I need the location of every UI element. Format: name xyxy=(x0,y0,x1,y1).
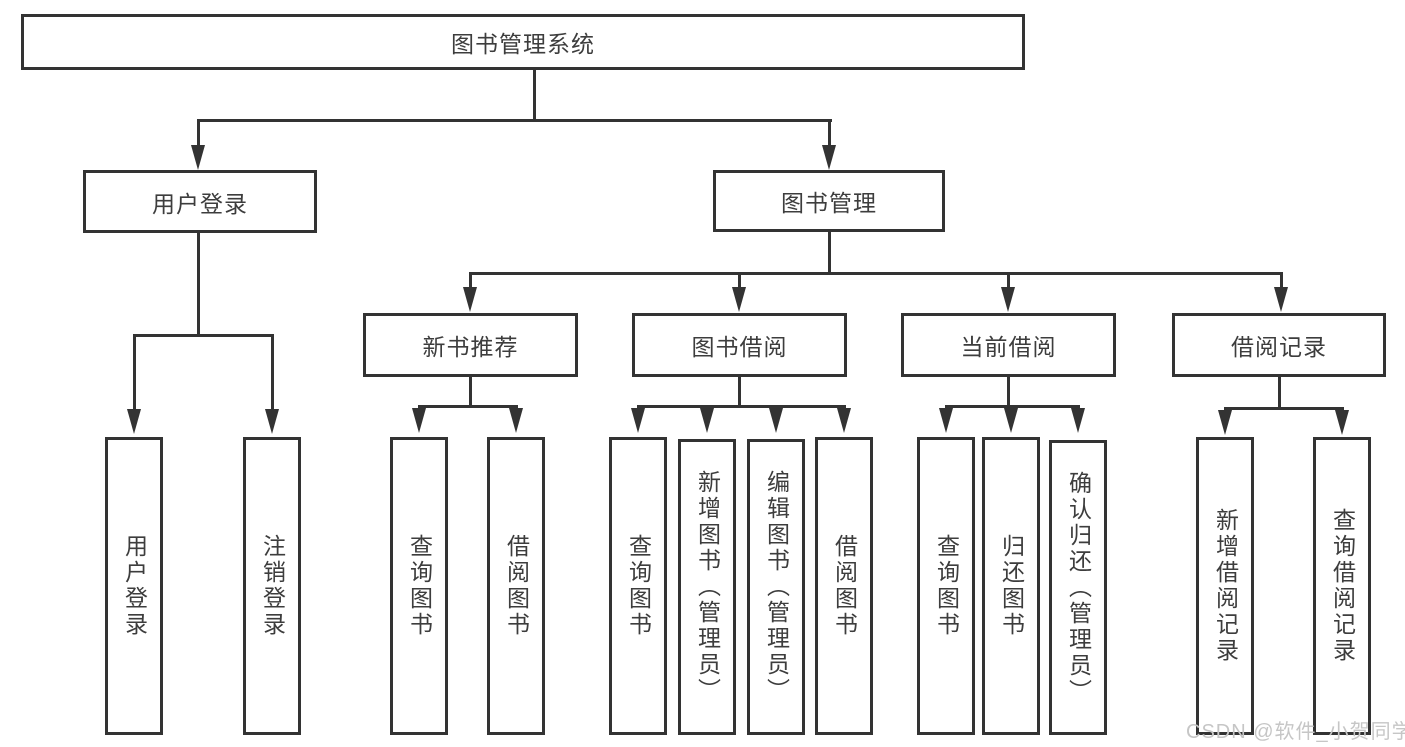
node-book-borrow: 图书借阅 xyxy=(632,313,847,377)
node-nbr-query: 查询图书 xyxy=(390,437,448,735)
connector-root-stem xyxy=(533,69,536,122)
node-bb-add-label: 新增图书（管理员） xyxy=(694,470,721,704)
arrow-down-icon xyxy=(1001,287,1015,312)
node-br-query: 查询借阅记录 xyxy=(1313,437,1371,735)
node-cb-query-label: 查询图书 xyxy=(933,534,960,638)
connector-book-borrow-stem xyxy=(738,376,741,408)
arrow-down-icon xyxy=(463,287,477,312)
arrow-down-icon xyxy=(191,145,205,170)
arrow-down-icon xyxy=(769,408,783,433)
node-cb-query: 查询图书 xyxy=(917,437,975,735)
arrow-down-icon xyxy=(1218,410,1232,435)
connector-book-borrow-spread xyxy=(637,405,846,408)
node-root: 图书管理系统 xyxy=(21,14,1025,70)
node-current-borrow: 当前借阅 xyxy=(901,313,1116,377)
node-book-mgmt-label: 图书管理 xyxy=(781,190,877,216)
arrow-down-icon xyxy=(1274,287,1288,312)
connector-current-borrow-spread xyxy=(945,405,1080,408)
node-br-query-label: 查询借阅记录 xyxy=(1329,508,1356,664)
connector-new-book-rec-stem xyxy=(469,376,472,408)
connector-root-spread xyxy=(199,119,832,122)
arrow-down-icon xyxy=(1004,408,1018,433)
node-cb-return-label: 归还图书 xyxy=(998,534,1025,638)
connector-new-book-rec-spread xyxy=(418,405,518,408)
node-nbr-borrow: 借阅图书 xyxy=(487,437,545,735)
connector-current-borrow-stem xyxy=(1007,376,1010,408)
arrow-down-icon xyxy=(631,408,645,433)
node-current-borrow-label: 当前借阅 xyxy=(960,334,1057,360)
node-book-mgmt: 图书管理 xyxy=(713,170,945,232)
arrow-down-icon xyxy=(127,409,141,434)
node-ul-logout-label: 注销登录 xyxy=(259,534,286,638)
connector-drop-ul-user-login xyxy=(133,334,136,410)
node-bb-edit: 编辑图书（管理员） xyxy=(747,439,805,735)
arrow-down-icon xyxy=(412,408,426,433)
arrow-down-icon xyxy=(732,287,746,312)
node-borrow-records: 借阅记录 xyxy=(1172,313,1386,377)
connector-borrow-records-stem xyxy=(1278,376,1281,410)
node-ul-logout: 注销登录 xyxy=(243,437,301,735)
connector-book-mgmt-spread xyxy=(469,272,1283,275)
arrow-down-icon xyxy=(822,145,836,170)
node-user-login-label: 用户登录 xyxy=(152,190,248,217)
node-cb-return: 归还图书 xyxy=(982,437,1040,735)
connector-user-login-spread xyxy=(133,334,274,337)
connector-drop-ul-logout xyxy=(271,334,274,410)
connector-drop-book-mgmt xyxy=(828,119,831,147)
node-bb-edit-label: 编辑图书（管理员） xyxy=(763,470,790,704)
node-br-add-label: 新增借阅记录 xyxy=(1212,508,1239,664)
connector-user-login-stem xyxy=(197,233,200,337)
connector-borrow-records-spread xyxy=(1224,407,1344,410)
node-borrow-records-label: 借阅记录 xyxy=(1231,334,1327,360)
node-nbr-query-label: 查询图书 xyxy=(406,534,433,638)
node-ul-user-login: 用户登录 xyxy=(105,437,163,735)
arrow-down-icon xyxy=(509,408,523,433)
connector-drop-book-borrow xyxy=(738,272,741,290)
arrow-down-icon xyxy=(1071,408,1085,433)
connector-drop-borrow-records xyxy=(1280,272,1283,290)
connector-drop-new-book-rec xyxy=(469,272,472,290)
arrow-down-icon xyxy=(265,409,279,434)
connector-drop-current-borrow xyxy=(1007,272,1010,290)
arrow-down-icon xyxy=(837,408,851,433)
arrow-down-icon xyxy=(939,408,953,433)
node-bb-query-label: 查询图书 xyxy=(625,534,652,638)
watermark: CSDN @软件_小贺同学 xyxy=(1186,721,1405,743)
node-new-book-rec-label: 新书推荐 xyxy=(422,334,519,360)
connector-drop-user-login xyxy=(197,119,200,147)
arrow-down-icon xyxy=(1335,410,1349,435)
node-bb-query: 查询图书 xyxy=(609,437,667,735)
node-cb-confirm: 确认归还（管理员） xyxy=(1049,440,1107,735)
node-nbr-borrow-label: 借阅图书 xyxy=(503,534,530,638)
node-root-label: 图书管理系统 xyxy=(451,31,595,57)
node-ul-user-login-label: 用户登录 xyxy=(121,534,148,638)
node-new-book-rec: 新书推荐 xyxy=(363,313,578,377)
node-cb-confirm-label: 确认归还（管理员） xyxy=(1065,470,1092,705)
connector-book-mgmt-stem xyxy=(828,232,831,275)
node-bb-add: 新增图书（管理员） xyxy=(678,439,736,735)
node-book-borrow-label: 图书借阅 xyxy=(691,334,788,360)
node-br-add: 新增借阅记录 xyxy=(1196,437,1254,735)
node-bb-borrow: 借阅图书 xyxy=(815,437,873,735)
arrow-down-icon xyxy=(700,408,714,433)
node-bb-borrow-label: 借阅图书 xyxy=(831,534,858,638)
node-user-login: 用户登录 xyxy=(83,170,317,233)
